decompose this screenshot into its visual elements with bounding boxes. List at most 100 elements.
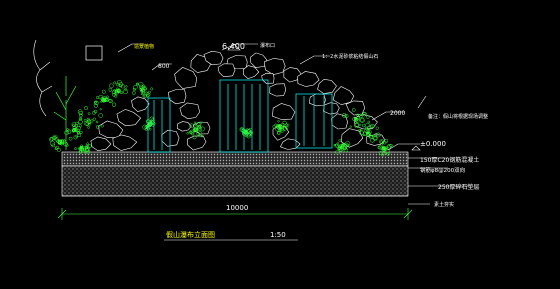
leaf (275, 126, 281, 132)
leaf (362, 112, 367, 117)
concrete-slab (61, 151, 409, 167)
leaf (272, 124, 276, 129)
leaf (366, 115, 370, 119)
leaf (135, 82, 139, 86)
waterfall-center (219, 79, 269, 153)
label-layer-rebar: 钢筋φ8@200双向 (420, 166, 465, 174)
leaf (79, 149, 83, 153)
leaf (86, 117, 90, 121)
rock-stone (263, 58, 286, 76)
leaf (94, 100, 99, 106)
leaf (362, 131, 368, 137)
leaf (366, 131, 370, 134)
rock-stone (243, 65, 260, 80)
leaf (101, 89, 106, 94)
leaf (382, 151, 386, 155)
leaf (381, 153, 385, 157)
label-height-800: 800 (158, 63, 170, 70)
leaf (49, 137, 54, 142)
leaf (342, 145, 348, 151)
leaf (92, 110, 96, 115)
leaf (333, 143, 336, 147)
leaf (344, 114, 349, 118)
leaf (194, 121, 197, 124)
rock-stone (186, 135, 207, 151)
leaf (146, 92, 151, 97)
leaf (381, 146, 385, 150)
leaf (384, 138, 389, 143)
leaf (345, 141, 351, 147)
leaf (80, 144, 84, 148)
leaf (118, 82, 124, 87)
foliage-cluster (142, 116, 156, 131)
leaf (282, 120, 287, 125)
leaf (337, 147, 341, 151)
leaf (84, 147, 89, 152)
leaf (72, 125, 77, 130)
foliage-cluster (49, 134, 69, 152)
left-tree (53, 76, 77, 150)
leaf (197, 134, 201, 137)
leaf (52, 136, 57, 140)
leaf (77, 109, 83, 115)
leaf (150, 87, 154, 91)
leaf (200, 135, 204, 138)
leaf (367, 120, 371, 124)
rock-stone (98, 120, 124, 139)
foliage-cluster (74, 142, 92, 155)
leaf (359, 130, 364, 136)
leaf (59, 139, 64, 144)
rock-stone (283, 67, 302, 83)
leaf (138, 81, 144, 87)
leaf (75, 128, 79, 132)
dimension-value: 10000 (226, 204, 248, 212)
leaf (143, 87, 148, 91)
leaf (140, 88, 144, 92)
leaf (65, 143, 69, 147)
elevation-marks (227, 43, 421, 151)
leaf (349, 125, 352, 128)
foliage-cluster (186, 121, 205, 140)
label-elevation-top: 6.400 (222, 42, 245, 51)
foliage-cluster (131, 81, 154, 98)
leaf (336, 142, 339, 145)
leaf (113, 81, 117, 85)
gravel-base (61, 165, 409, 197)
leaf (78, 124, 82, 128)
rock-stone (297, 71, 320, 87)
leaf (198, 131, 203, 136)
rock-stone (131, 96, 150, 113)
leaf (100, 124, 104, 128)
rock-stone (168, 89, 187, 105)
leaf (104, 98, 109, 103)
leaf (141, 84, 146, 89)
leaf (377, 145, 381, 149)
foliage-cluster (333, 139, 351, 155)
label-rock-note: 1：2水泥砂浆粘结假山石 (322, 53, 378, 60)
leaf (64, 130, 70, 135)
drawing-scale: 1:50 (270, 231, 286, 239)
leaf (76, 130, 80, 134)
rock-stone (341, 128, 364, 148)
leaf (77, 131, 81, 135)
leaf (95, 125, 100, 129)
leaf (343, 147, 348, 153)
leaf (142, 94, 146, 98)
foliage-clusters (49, 79, 393, 157)
waterfall-left (147, 97, 171, 153)
leaf (87, 112, 91, 116)
leaf (78, 111, 83, 116)
leaf (340, 144, 344, 148)
leaf (83, 119, 87, 122)
leaf (98, 113, 104, 118)
leaf (95, 120, 99, 124)
leaf (186, 131, 189, 135)
leaf (90, 119, 94, 123)
leaf (74, 147, 77, 150)
leaf (83, 151, 87, 154)
rock-stone (332, 86, 355, 106)
leaf (375, 132, 381, 138)
leaf (276, 131, 281, 135)
leaf (63, 141, 68, 147)
leaf (93, 103, 98, 108)
